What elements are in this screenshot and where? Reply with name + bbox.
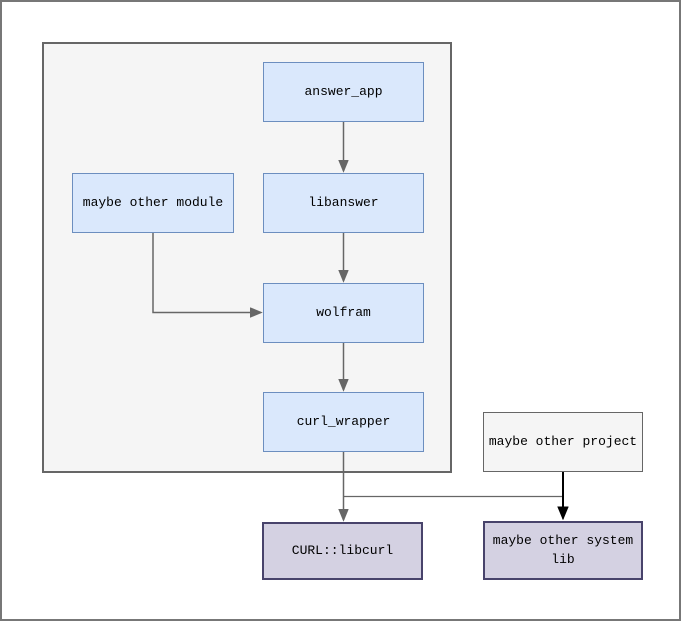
- node-maybe-other-system-lib-label: maybe other system lib: [492, 532, 634, 567]
- node-wolfram[interactable]: wolfram: [263, 283, 424, 343]
- node-maybe-other-module-label: maybe other module: [82, 194, 224, 210]
- node-maybe-other-project-label: maybe other project: [488, 433, 638, 449]
- node-libanswer-label: libanswer: [308, 194, 379, 210]
- node-answer-app-label: answer_app: [304, 83, 383, 99]
- node-curl-wrapper[interactable]: curl_wrapper: [263, 392, 424, 452]
- node-maybe-other-project[interactable]: maybe other project: [483, 412, 643, 472]
- node-wolfram-label: wolfram: [316, 304, 371, 320]
- edge-maybe-other-module-to-wolfram: [152, 233, 261, 313]
- node-curl-wrapper-label: curl_wrapper: [296, 413, 391, 429]
- node-maybe-other-module[interactable]: maybe other module: [72, 173, 234, 233]
- node-answer-app[interactable]: answer_app: [263, 62, 424, 122]
- node-maybe-other-system-lib[interactable]: maybe other system lib: [483, 521, 643, 580]
- node-curl-libcurl[interactable]: CURL::libcurl: [262, 522, 423, 580]
- node-curl-libcurl-label: CURL::libcurl: [291, 542, 394, 558]
- node-libanswer[interactable]: libanswer: [263, 173, 424, 233]
